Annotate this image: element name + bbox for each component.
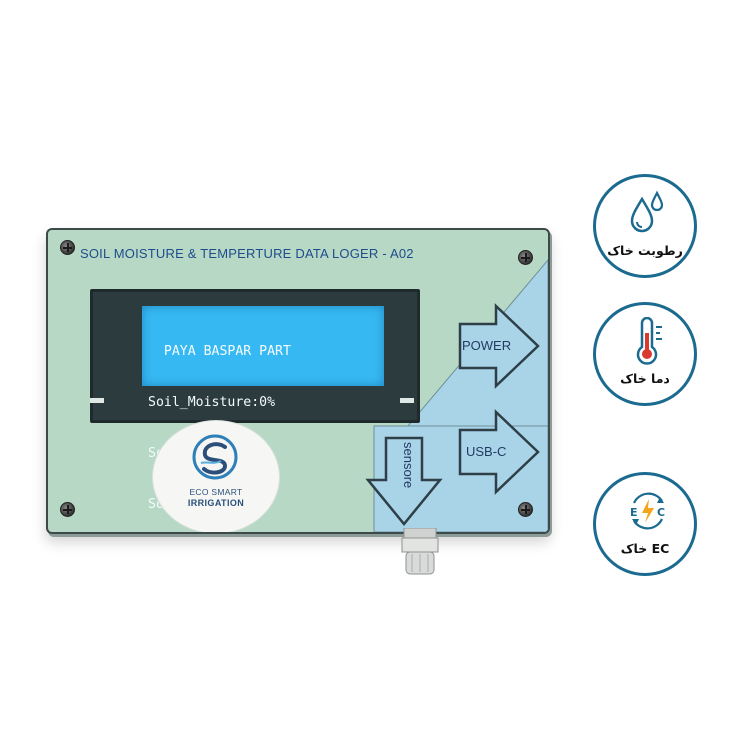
screw-icon bbox=[60, 502, 75, 517]
usb-arrow bbox=[458, 409, 540, 495]
power-arrow bbox=[458, 303, 540, 389]
logo-text-eco: ECO SMART bbox=[189, 487, 243, 497]
badge-soil-ec: E C EC خاک bbox=[593, 472, 697, 576]
badge-label-ec: EC خاک bbox=[620, 541, 670, 556]
cable-gland bbox=[401, 528, 439, 575]
badge-label-moisture: رطوبت خاک bbox=[607, 243, 683, 258]
logo-text-irrigation: IRRIGATION bbox=[187, 498, 245, 508]
badge-label-temp: دما خاک bbox=[620, 371, 670, 386]
power-label: POWER bbox=[462, 338, 512, 353]
lcd-line-title: PAYA BASPAR PART bbox=[148, 344, 291, 359]
thermometer-icon bbox=[636, 317, 662, 365]
lcd-screen: PAYA BASPAR PART Soil_Moisture:0% Soil_E… bbox=[142, 306, 384, 512]
connector-panel bbox=[365, 259, 548, 532]
usb-label: USB-C bbox=[466, 444, 507, 459]
data-logger-device: SOIL MOISTURE & TEMPERTURE DATA LOGER - … bbox=[46, 228, 550, 534]
svg-text:E: E bbox=[630, 506, 638, 519]
lcd-line-moisture: Soil_Moisture:0% bbox=[148, 395, 276, 410]
water-drops-icon bbox=[630, 190, 664, 233]
sensor-arrow bbox=[365, 436, 443, 526]
badge-soil-temp: دما خاک bbox=[593, 302, 697, 406]
badge-soil-moisture: رطوبت خاک bbox=[593, 174, 697, 278]
logo-swirl-icon bbox=[192, 434, 238, 480]
ec-lightning-icon: E C bbox=[630, 492, 665, 530]
screw-icon bbox=[518, 250, 533, 265]
screw-icon bbox=[60, 240, 75, 255]
screw-icon bbox=[518, 502, 533, 517]
svg-text:C: C bbox=[657, 506, 665, 519]
device-title: SOIL MOISTURE & TEMPERTURE DATA LOGER - … bbox=[80, 246, 414, 261]
sensor-label: sensore bbox=[401, 442, 416, 489]
lcd-bezel: PAYA BASPAR PART Soil_Moisture:0% Soil_E… bbox=[90, 289, 420, 512]
brand-logo: ECO SMART IRRIGATION bbox=[152, 420, 280, 532]
